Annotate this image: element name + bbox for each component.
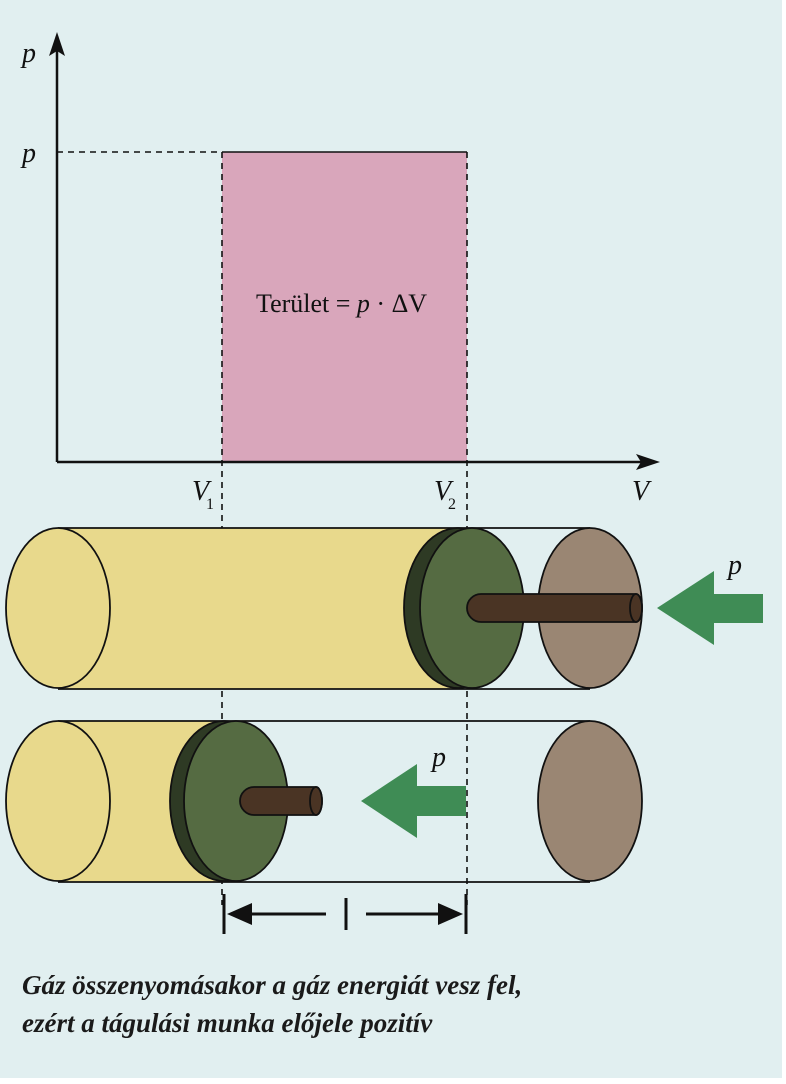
bracket-left-arrowhead <box>227 903 252 925</box>
pressure-arrow-bottom <box>361 764 466 838</box>
v2-subscript: 2 <box>448 496 456 513</box>
pressure-label-bottom: p <box>430 742 446 773</box>
bracket-right-arrowhead <box>438 903 463 925</box>
caption-line-1: Gáz összenyomásakor a gáz energiát vesz … <box>22 970 523 1000</box>
caption-line-2: ezért a tágulási munka előjele pozitív <box>22 1008 433 1038</box>
pressure-arrow-top <box>657 571 763 645</box>
piston-bottom-rod-end <box>309 786 323 816</box>
piston-top-rod <box>466 593 643 623</box>
piston-top-rod-end <box>629 593 643 623</box>
v1-label: V <box>192 476 212 507</box>
area-formula-label: Terület = p · ΔV <box>256 289 427 318</box>
x-axis-arrowhead <box>636 454 660 470</box>
y-axis-label: p <box>20 38 36 69</box>
pressure-label-top: p <box>726 550 742 581</box>
cylinder-bottom-right-cap <box>537 720 643 882</box>
work-area-rectangle <box>222 152 467 462</box>
displacement-bracket <box>222 894 468 934</box>
y-tick-label: p <box>20 138 36 169</box>
v1-subscript: 1 <box>206 496 214 513</box>
cylinder-bottom: p <box>5 720 643 883</box>
x-axis-label: V <box>632 476 652 507</box>
cylinder-top: p <box>5 527 763 690</box>
v2-label: V <box>434 476 454 507</box>
cylinder-bottom-left-cap <box>5 720 111 882</box>
cylinder-top-gas <box>58 528 458 689</box>
cylinder-top-left-cap <box>5 527 111 689</box>
figure-caption: Gáz összenyomásakor a gáz energiát vesz … <box>22 966 762 1042</box>
y-axis-arrowhead <box>49 32 65 56</box>
